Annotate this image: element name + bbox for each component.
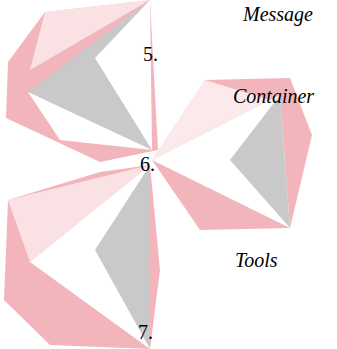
heading-word: Tools <box>235 250 278 270</box>
heading-word: Container <box>233 86 314 106</box>
list-number: 5. <box>143 44 158 64</box>
list-number: 6. <box>140 154 155 174</box>
list-number: 7. <box>138 322 153 342</box>
heading-word: Message <box>243 4 313 24</box>
